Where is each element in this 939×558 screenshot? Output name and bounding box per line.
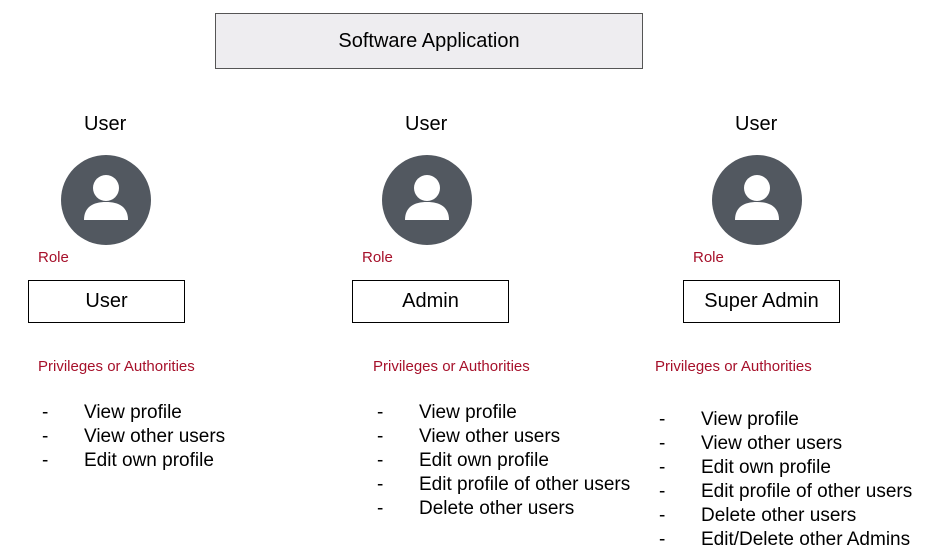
app-title: Software Application [338, 29, 520, 52]
list-item: -View other users [377, 426, 561, 447]
user-avatar-icon [382, 155, 472, 245]
privileges-list: -View profile -View other users -Edit ow… [377, 401, 630, 521]
user-label: User [735, 113, 778, 135]
user-label: User [84, 113, 127, 135]
list-item: -View other users [659, 433, 843, 454]
list-item: -Edit own profile [377, 450, 549, 471]
list-item: -Edit profile of other users [377, 474, 631, 495]
role-name: User [85, 290, 128, 312]
list-item: -Edit/Delete other Admins [659, 529, 911, 550]
privileges-caption: Privileges or Authorities [655, 358, 812, 375]
user-label: User [405, 113, 448, 135]
user-avatar-icon [712, 155, 802, 245]
list-item: -Edit profile of other users [659, 481, 913, 502]
privileges-list: -View profile -View other users -Edit ow… [659, 408, 912, 552]
list-item: -View profile [659, 409, 799, 430]
user-avatar-icon [61, 155, 151, 245]
role-name: Admin [402, 290, 459, 312]
privileges-caption: Privileges or Authorities [38, 358, 195, 375]
role-box-super-admin: Super Admin [683, 280, 840, 323]
list-item: -Delete other users [659, 505, 857, 526]
role-caption: Role [693, 249, 724, 266]
privileges-list: -View profile -View other users -Edit ow… [42, 401, 225, 473]
role-name: Super Admin [704, 290, 819, 312]
privileges-caption: Privileges or Authorities [373, 358, 530, 375]
software-application-box: Software Application [215, 13, 643, 69]
role-box-admin: Admin [352, 280, 509, 323]
list-item: -Edit own profile [659, 457, 831, 478]
role-caption: Role [362, 249, 393, 266]
list-item: -View profile [377, 402, 517, 423]
list-item: -Edit own profile [42, 450, 214, 471]
role-caption: Role [38, 249, 69, 266]
role-box-user: User [28, 280, 185, 323]
list-item: -View profile [42, 402, 182, 423]
list-item: -Delete other users [377, 498, 575, 519]
list-item: -View other users [42, 426, 226, 447]
